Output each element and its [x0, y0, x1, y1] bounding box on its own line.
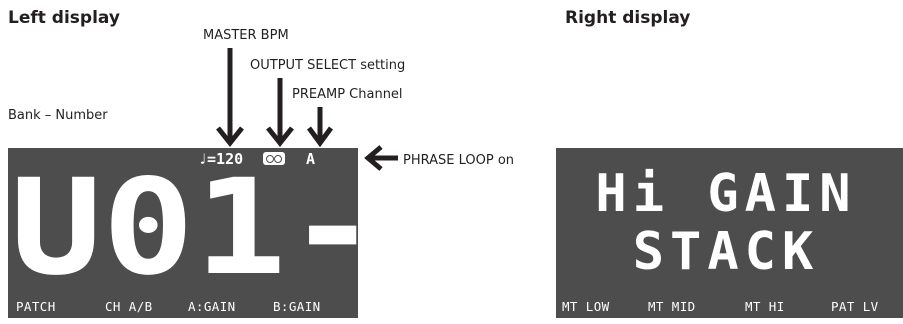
- phrase-loop-arrow: [364, 145, 398, 171]
- master-bpm-readout: ♩=120: [198, 150, 244, 168]
- right-bottom-label-mt-low: MT LOW: [562, 299, 610, 314]
- left-bottom-label-a-gain: A:GAIN: [188, 299, 236, 314]
- right-bottom-label-mt-hi: MT HI: [745, 299, 785, 314]
- master-bpm-callout: MASTER BPM: [203, 28, 289, 43]
- left-bottom-label-ch-ab: CH A/B: [105, 299, 153, 314]
- phrase-loop-callout: PHRASE LOOP on: [403, 153, 515, 168]
- patch-number: U01-1: [10, 151, 471, 305]
- right-bottom-label-pat-lv: PAT LV: [831, 299, 879, 314]
- output-select-icon: [263, 152, 285, 165]
- preamp-channel-arrow: [306, 107, 334, 148]
- left-bottom-label-patch: PATCH: [16, 299, 56, 314]
- right-bottom-label-mt-mid: MT MID: [648, 299, 696, 314]
- left-lcd-screen: ♩=120 A U01-1 PATCH CH A/B A:GAIN B:GAIN: [8, 148, 471, 318]
- left-display-title: Left display: [8, 8, 120, 28]
- patch-name-line-1: Hi GAIN: [595, 164, 857, 224]
- output-select-arrow: [266, 78, 294, 148]
- preamp-channel-readout: A: [306, 150, 316, 168]
- bank-number-callout: Bank – Number: [8, 108, 108, 123]
- output-select-callout: OUTPUT SELECT setting: [250, 58, 406, 73]
- patch-name-line-2: STACK: [632, 222, 820, 282]
- master-bpm-arrow: [216, 48, 244, 148]
- right-display-title: Right display: [565, 8, 691, 28]
- preamp-channel-callout: PREAMP Channel: [292, 87, 403, 102]
- right-lcd-screen: Hi GAIN STACK MT LOW MT MID MT HI PAT LV: [556, 148, 903, 318]
- left-bottom-label-b-gain: B:GAIN: [273, 299, 321, 314]
